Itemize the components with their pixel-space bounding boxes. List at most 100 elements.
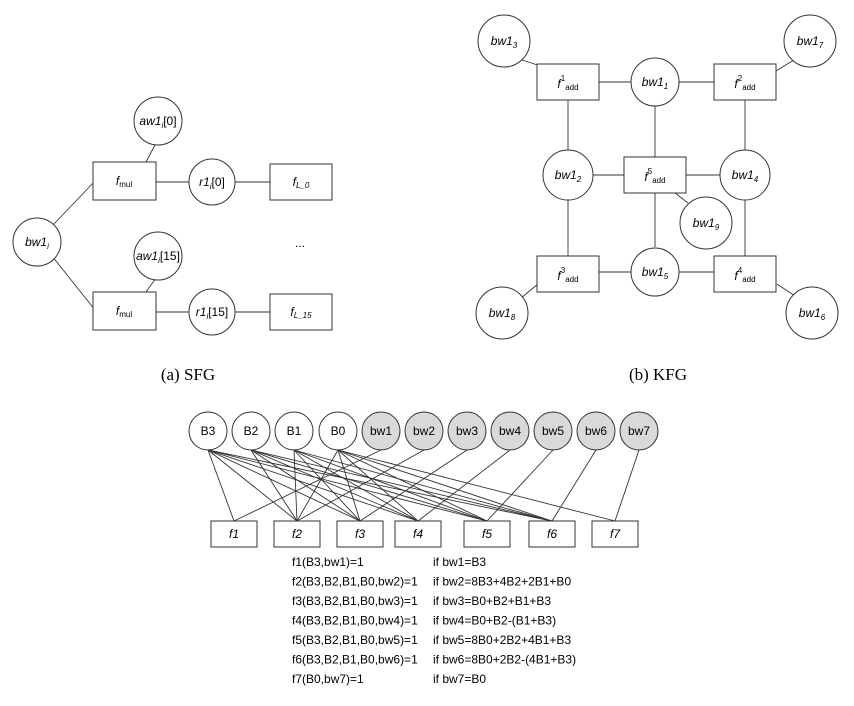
kfg-fadd-sub-4: add <box>742 275 755 284</box>
kfg-bw-node-4 <box>719 149 771 201</box>
factor-edge <box>250 449 298 522</box>
sfg-aw15-sub: i <box>158 256 160 265</box>
variable-node-bw6 <box>576 411 616 451</box>
sfg-fmul-main-0: f <box>116 174 121 188</box>
sfg-r15-node <box>188 288 236 336</box>
factor-node-f2 <box>273 520 321 548</box>
variable-label-bw3: bw3 <box>456 424 478 438</box>
kfg-bw-main-8: bw1 <box>489 306 511 320</box>
equation-rhs: if bw5=8B0+2B2+4B1+B3 <box>433 633 571 647</box>
factor-edge <box>486 449 554 522</box>
kfg-bw-main-9: bw1 <box>693 216 715 230</box>
svg-text:r1i[15]: r1i[15] <box>196 305 228 321</box>
svg-text:f2add: f2add <box>734 74 755 92</box>
sfg-fl15-main: f <box>290 305 295 319</box>
svg-text:aw1i[0]: aw1i[0] <box>139 114 176 130</box>
sfg-aw0-node <box>133 96 183 146</box>
sfg-ellipsis: ... <box>295 236 305 250</box>
sfg-r0-sub: i <box>210 182 212 191</box>
factor-edge <box>296 449 425 522</box>
kfg-bw-node-2 <box>542 149 594 201</box>
variable-label-b0: B0 <box>331 424 346 438</box>
svg-text:fmul: fmul <box>116 304 132 319</box>
svg-text:bw12: bw12 <box>555 168 582 184</box>
sfg-bw-label: bw1 <box>25 235 47 249</box>
kfg-bw-sub-7: 7 <box>819 41 824 50</box>
equation-lhs: f7(B0,bw7)=1 <box>292 672 364 686</box>
svg-text:bw16: bw16 <box>799 306 826 322</box>
svg-text:bw17: bw17 <box>797 34 824 50</box>
kfg-bw-node-8 <box>475 286 529 340</box>
factor-edge <box>250 449 553 522</box>
variable-node-bw2 <box>404 411 444 451</box>
factor-node-f5 <box>463 520 511 548</box>
kfg-fadd-main-1: f <box>557 77 562 91</box>
sfg-fl0-sub: L_0 <box>296 181 310 190</box>
sfg-fl0-main: f <box>293 175 298 189</box>
svg-text:r1i[0]: r1i[0] <box>199 175 225 191</box>
variable-node-bw7 <box>619 411 659 451</box>
sfg-r15-sub: i <box>206 312 208 321</box>
svg-text:bw18: bw18 <box>489 306 516 322</box>
variable-node-bw5 <box>533 411 573 451</box>
factor-label-f5: f5 <box>482 527 492 541</box>
kfg-bw-sub-6: 6 <box>821 313 826 322</box>
sfg-fmul-box-15 <box>92 291 157 331</box>
kfg-bw-main-3: bw1 <box>491 34 513 48</box>
kfg-caption: (b) KFG <box>629 365 687 384</box>
variable-node-b2 <box>231 411 271 451</box>
factor-edge <box>250 449 488 522</box>
sfg-aw15-node <box>133 231 183 281</box>
equation-rhs: if bw1=B3 <box>433 555 486 569</box>
variable-node-bw1 <box>361 411 401 451</box>
kfg-bw-main-6: bw1 <box>799 306 821 320</box>
kfg-bw-main-7: bw1 <box>797 34 819 48</box>
equation-rhs: if bw6=8B0+2B2-(4B1+B3) <box>433 653 576 667</box>
svg-text:fL_15: fL_15 <box>290 305 312 320</box>
kfg-bw-sub-5: 5 <box>664 272 669 281</box>
variable-node-b0 <box>318 411 358 451</box>
factor-edge <box>293 449 298 522</box>
sfg-fmul-box-0 <box>92 161 157 201</box>
variable-label-b3: B3 <box>201 424 216 438</box>
kfg-bw-sub-8: 8 <box>511 313 516 322</box>
equation-lhs: f2(B3,B2,B1,B0,bw2)=1 <box>292 575 418 589</box>
kfg-bw-sub-1: 1 <box>664 82 668 91</box>
variable-label-bw2: bw2 <box>413 424 435 438</box>
sfg-aw15-pre: aw1 <box>136 249 158 263</box>
sfg-fmul-main-15: f <box>116 304 121 318</box>
factor-edge <box>337 449 553 522</box>
sfg-aw0-sub: i <box>161 121 163 130</box>
factor-edge <box>614 449 640 522</box>
svg-text:bw15: bw15 <box>642 265 669 281</box>
kfg-fadd-sub-1: add <box>565 83 578 92</box>
svg-text:bw1i: bw1i <box>25 235 49 251</box>
factor-edge <box>337 449 419 522</box>
factor-edge <box>296 449 339 522</box>
variable-label-bw4: bw4 <box>499 424 521 438</box>
equation-lhs: f5(B3,B2,B1,B0,bw5)=1 <box>292 633 418 647</box>
factor-node-f1 <box>210 520 258 548</box>
svg-text:fmul: fmul <box>116 174 132 189</box>
equation-rhs: if bw3=B0+B2+B1+B3 <box>433 594 551 608</box>
kfg-fadd-sup-4: 4 <box>738 266 743 275</box>
kfg-bw-sub-3: 3 <box>513 41 518 50</box>
variable-label-b1: B1 <box>287 424 302 438</box>
sfg-aw0-post: [0] <box>163 114 176 128</box>
factor-edge <box>207 449 488 522</box>
factor-edge <box>293 449 361 522</box>
factor-edge <box>207 449 298 522</box>
factor-edge <box>337 449 361 522</box>
sfg-r0-node <box>188 158 236 206</box>
factor-node-f6 <box>528 520 576 548</box>
sfg-fl15-box <box>269 293 333 331</box>
factor-edge <box>293 449 488 522</box>
equation-rhs: if bw2=8B3+4B2+2B1+B0 <box>433 575 571 589</box>
kfg-bw-sub-9: 9 <box>715 223 720 232</box>
factor-graph-edges <box>207 449 640 522</box>
kfg-diagram: bw13 bw11 bw17 bw12 bw14 bw19 bw15 bw18 … <box>475 14 839 340</box>
kfg-fadd-sub-3: add <box>565 275 578 284</box>
svg-text:bw11: bw11 <box>642 75 668 91</box>
kfg-fadd-box-3 <box>536 255 600 293</box>
